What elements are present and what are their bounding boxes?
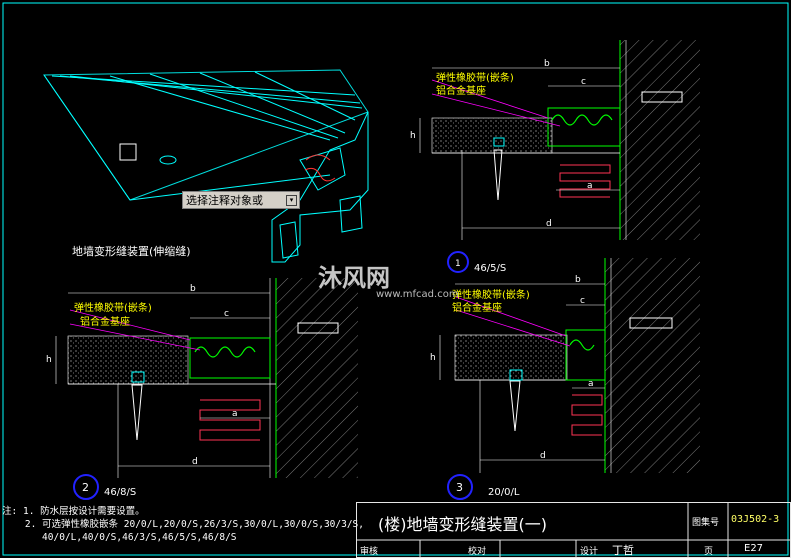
d1-dim-b: b (544, 59, 550, 69)
isometric-sketch (43, 69, 369, 263)
d1-code: 46/5/S (474, 263, 506, 274)
notes-prefix: 注: (2, 506, 18, 517)
detail-1: 弹性橡胶带(嵌条) 铝合金基座 b c a d h 1 46/5/S (410, 40, 700, 274)
design-label: 设计 (580, 547, 599, 557)
d3-dim-c: c (580, 296, 585, 306)
notes-line-2: 2. 可选弹性橡胶嵌条 20/0/L,20/0/S,26/3/S,30/0/L,… (24, 519, 364, 530)
title-block-grid (356, 502, 791, 558)
review-label: 审核 (360, 547, 379, 557)
detail-3: 弹性橡胶带(嵌条) 铝合金基座 b c a d h 3 20/0/L (430, 258, 700, 500)
d1-rubber-label: 弹性橡胶带(嵌条) (436, 71, 514, 84)
d2-dim-h: h (46, 355, 52, 365)
page-label: 页 (704, 547, 714, 557)
d3-rubber-label: 弹性橡胶带(嵌条) (452, 288, 530, 301)
detail-2: 弹性橡胶带(嵌条) 铝合金基座 b c a d h 2 46/8/S (46, 278, 358, 500)
top-sketch-label: 地墙变形缝装置(伸缩缝) (72, 244, 191, 258)
drawing-title: (楼)地墙变形缝装置(一) (378, 515, 547, 534)
d2-base-label: 铝合金基座 (80, 315, 130, 328)
watermark-brand: 沐风网 (318, 264, 390, 292)
prompt-dropdown-icon[interactable]: ▾ (286, 195, 297, 206)
designer-name: 丁哲 (612, 544, 634, 557)
d3-number: 3 (456, 481, 463, 494)
d1-dim-c: c (581, 77, 586, 87)
d3-dim-d: d (540, 451, 546, 461)
d1-dim-h: h (410, 131, 416, 141)
d3-code: 20/0/L (488, 487, 520, 498)
notes-line-1: 1. 防水层按设计需要设置。 (22, 506, 145, 517)
d2-code: 46/8/S (104, 487, 136, 498)
page-value: E27 (744, 543, 764, 554)
d3-dim-b: b (575, 275, 581, 285)
d3-dim-a: a (588, 379, 594, 389)
d1-number: 1 (455, 259, 461, 269)
d1-dim-d: d (546, 219, 552, 229)
atlas-label: 图集号 (692, 518, 720, 528)
d2-dim-d: d (192, 457, 198, 467)
d2-rubber-label: 弹性橡胶带(嵌条) (74, 301, 152, 314)
d2-dim-b: b (190, 284, 196, 294)
d2-number: 2 (82, 481, 89, 494)
check-label: 校对 (468, 547, 487, 557)
d1-base-label: 铝合金基座 (436, 84, 486, 97)
d3-base-label: 铝合金基座 (452, 301, 502, 314)
notes-block: 注: 1. 防水层按设计需要设置。 2. 可选弹性橡胶嵌条 20/0/L,20/… (2, 505, 364, 544)
prompt-text: 选择注释对象或 (186, 194, 263, 207)
d2-dim-c: c (224, 309, 229, 319)
notes-line-3: 40/0/L,40/0/S,46/3/S,46/5/S,46/8/S (24, 532, 237, 543)
atlas-value: 03J502-3 (731, 514, 780, 525)
d3-dim-h: h (430, 353, 436, 363)
d1-dim-a: a (587, 181, 593, 191)
d2-dim-a: a (232, 409, 238, 419)
select-annotation-prompt[interactable]: 选择注释对象或 ▾ (182, 191, 300, 209)
watermark-url: www.mfcad.com (376, 289, 459, 300)
